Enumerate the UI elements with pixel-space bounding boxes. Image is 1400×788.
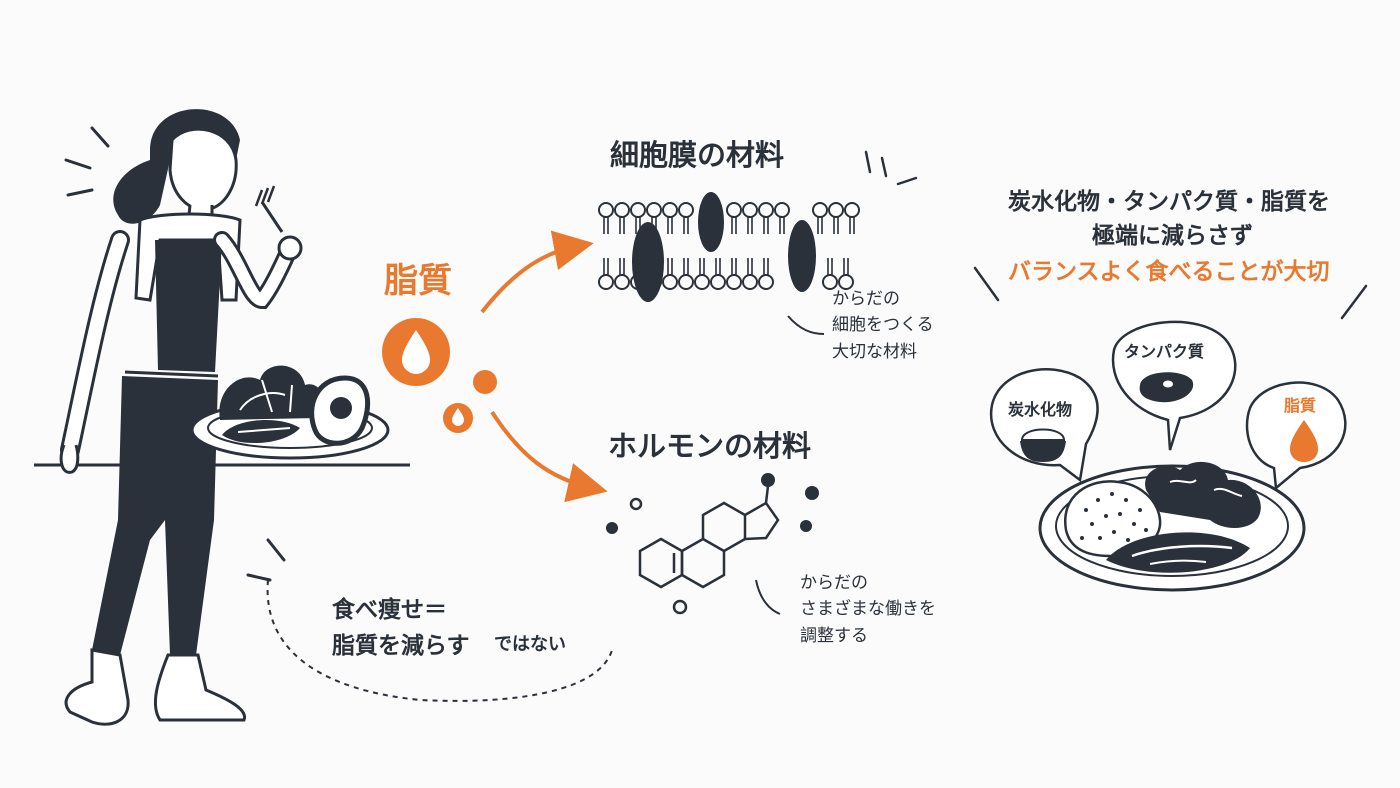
carb-bubble-label: 炭水化物 [1008,400,1073,419]
woman-eating-icon [34,109,613,726]
diet-message-line1: 食べ痩せ＝ [332,597,447,623]
fat-bubble [1245,381,1347,491]
fork-icon [254,185,284,233]
steroid-molecule-icon [638,485,781,615]
steak-icon [1139,372,1194,403]
fat-droplet-icon [382,318,497,433]
membrane-title: 細胞膜の材料 [610,138,785,172]
balance-line3: バランスよく食べることが大切 [1008,259,1330,285]
salad-plate-icon [190,365,390,460]
fat-bubble-label: 脂質 [1284,396,1317,415]
diet-message-tail: ではない [494,634,566,655]
molecule-dots [606,473,819,615]
hormone-caption: からだの さまざまな働きを 調整する [800,573,936,646]
arrow-icon [480,230,608,503]
diet-message-line2: 脂質を減らす [332,633,470,659]
hormone-title: ホルモンの材料 [608,429,812,463]
cell-membrane-icon [598,150,918,335]
membrane-caption: からだの 細胞をつくる 大切な材料 [832,289,934,362]
balance-line1-text: 炭水化物・タンパク質・脂質を [1008,189,1330,215]
fat-label: 脂質 [384,261,452,301]
carb-bubble [989,367,1099,483]
balance-line2: 極端に減らさず [1092,223,1253,249]
protein-bubble [1111,320,1237,451]
rice-bowl-icon [1020,428,1066,462]
protein-bubble-label: タンパク質 [1124,342,1205,361]
balanced-plate-icon [1038,461,1306,592]
